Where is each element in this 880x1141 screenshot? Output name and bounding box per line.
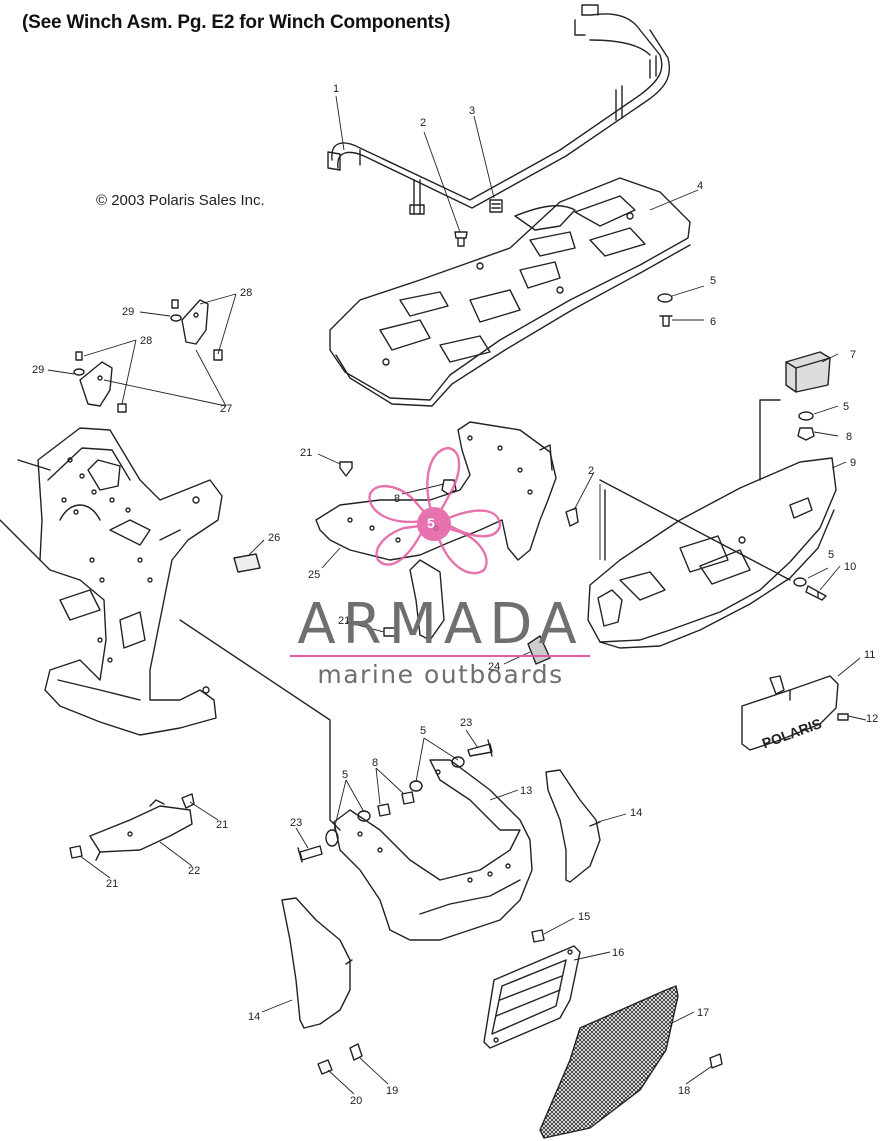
bolt-21d: [69, 845, 83, 859]
callout-2-star: 2: [588, 465, 594, 477]
watermark-logo-numeral: 5: [427, 515, 435, 531]
watermark-divider: [290, 655, 590, 657]
callout-8b: 8: [394, 493, 400, 505]
screw-6: [659, 315, 673, 327]
callout-4: 4: [697, 180, 703, 192]
callout-16: 16: [612, 947, 624, 959]
callout-18: 18: [678, 1085, 690, 1097]
main-frame: [0, 427, 341, 831]
callout-19: 19: [386, 1085, 398, 1097]
front-bumper: [587, 399, 837, 649]
rack-grommet-3: [489, 199, 503, 213]
emblem-logo-text: POLARIS: [760, 715, 824, 751]
grille-frame-16: [483, 945, 581, 1049]
leader-lines: [47, 95, 867, 1095]
callout-5d: 5: [420, 725, 426, 737]
screw-18: [709, 1053, 723, 1069]
washer-5a: [657, 293, 673, 303]
callout-24: 24: [488, 661, 500, 673]
nut-15: [531, 929, 545, 943]
bumper-emblem-plate: [741, 675, 839, 751]
callout-5e: 5: [342, 769, 348, 781]
front-support-bracket: [315, 421, 557, 641]
splash-guard-right: [545, 769, 601, 883]
rear-rack-rail: [327, 4, 671, 215]
washer-5e: [357, 810, 371, 822]
callout-26: 26: [268, 532, 280, 544]
watermark-propeller-logo: [368, 446, 502, 575]
callout-22: 22: [188, 865, 200, 877]
callout-21c: 21: [216, 819, 228, 831]
callout-21a: 21: [300, 447, 312, 459]
nut-8a: [797, 427, 815, 441]
rack-screw-2: [454, 231, 468, 247]
washer-5c: [793, 577, 807, 587]
callout-15: 15: [578, 911, 590, 923]
callout-labels: 1 2 3 4 5 6 7 5 8 9 5 10 11 12 28 29 28 …: [32, 83, 878, 1107]
skid-bracket-22: [89, 799, 193, 861]
callout-5b: 5: [843, 401, 849, 413]
callout-23b: 23: [290, 817, 302, 829]
callout-2: 2: [420, 117, 426, 129]
callout-8c: 8: [372, 757, 378, 769]
callout-6: 6: [710, 316, 716, 328]
lower-frame-support: [333, 759, 533, 941]
watermark-brand-name: ARMADA: [297, 592, 584, 657]
callout-17: 17: [697, 1007, 709, 1019]
copyright-notice: © 2003 Polaris Sales Inc.: [96, 192, 265, 209]
callout-27: 27: [220, 403, 232, 415]
splash-guard-left: [281, 897, 353, 1029]
callout-5a: 5: [710, 275, 716, 287]
reflector-24: [527, 635, 551, 665]
callout-7: 7: [850, 349, 856, 361]
callout-29b: 29: [32, 364, 44, 376]
push-rivet-2: [565, 507, 579, 527]
winch-reference-note: (See Winch Asm. Pg. E2 for Winch Compone…: [22, 12, 451, 33]
callout-21b: 21: [338, 615, 350, 627]
callout-28a: 28: [240, 287, 252, 299]
bolt-23a: [467, 739, 493, 757]
callout-21d: 21: [106, 878, 118, 890]
callout-12: 12: [866, 713, 878, 725]
callout-28b: 28: [140, 335, 152, 347]
washer-5d: [325, 829, 339, 847]
front-rack-panel: [329, 177, 691, 407]
callout-13: 13: [520, 785, 532, 797]
mesh-screen-17: [539, 985, 679, 1139]
callout-25: 25: [308, 569, 320, 581]
bolt-10: [805, 585, 827, 601]
clip-19: [349, 1043, 363, 1061]
callout-14b: 14: [248, 1011, 260, 1023]
nut-8c: [377, 791, 415, 817]
bolt-21c: [181, 793, 195, 809]
callout-8a: 8: [846, 431, 852, 443]
callout-23a: 23: [460, 717, 472, 729]
callout-29a: 29: [122, 306, 134, 318]
screw-12: [837, 713, 849, 721]
callout-20: 20: [350, 1095, 362, 1107]
callout-9: 9: [850, 457, 856, 469]
spacer-block-26: [233, 553, 261, 573]
washer-5b: [798, 411, 814, 421]
callout-1: 1: [333, 83, 339, 95]
callout-10: 10: [844, 561, 856, 573]
bolt-23b: [297, 845, 323, 863]
callout-5c: 5: [828, 549, 834, 561]
callout-14a: 14: [630, 807, 642, 819]
callout-11: 11: [864, 649, 875, 661]
bolt-21b: [383, 627, 397, 637]
hitch-bracket-lower: [73, 351, 127, 413]
bolt-21a: [339, 461, 353, 477]
bumper-pad-7: [785, 351, 831, 393]
callout-3: 3: [469, 105, 475, 117]
watermark-tagline: marine outboards: [317, 660, 564, 689]
screw-20: [317, 1059, 333, 1075]
